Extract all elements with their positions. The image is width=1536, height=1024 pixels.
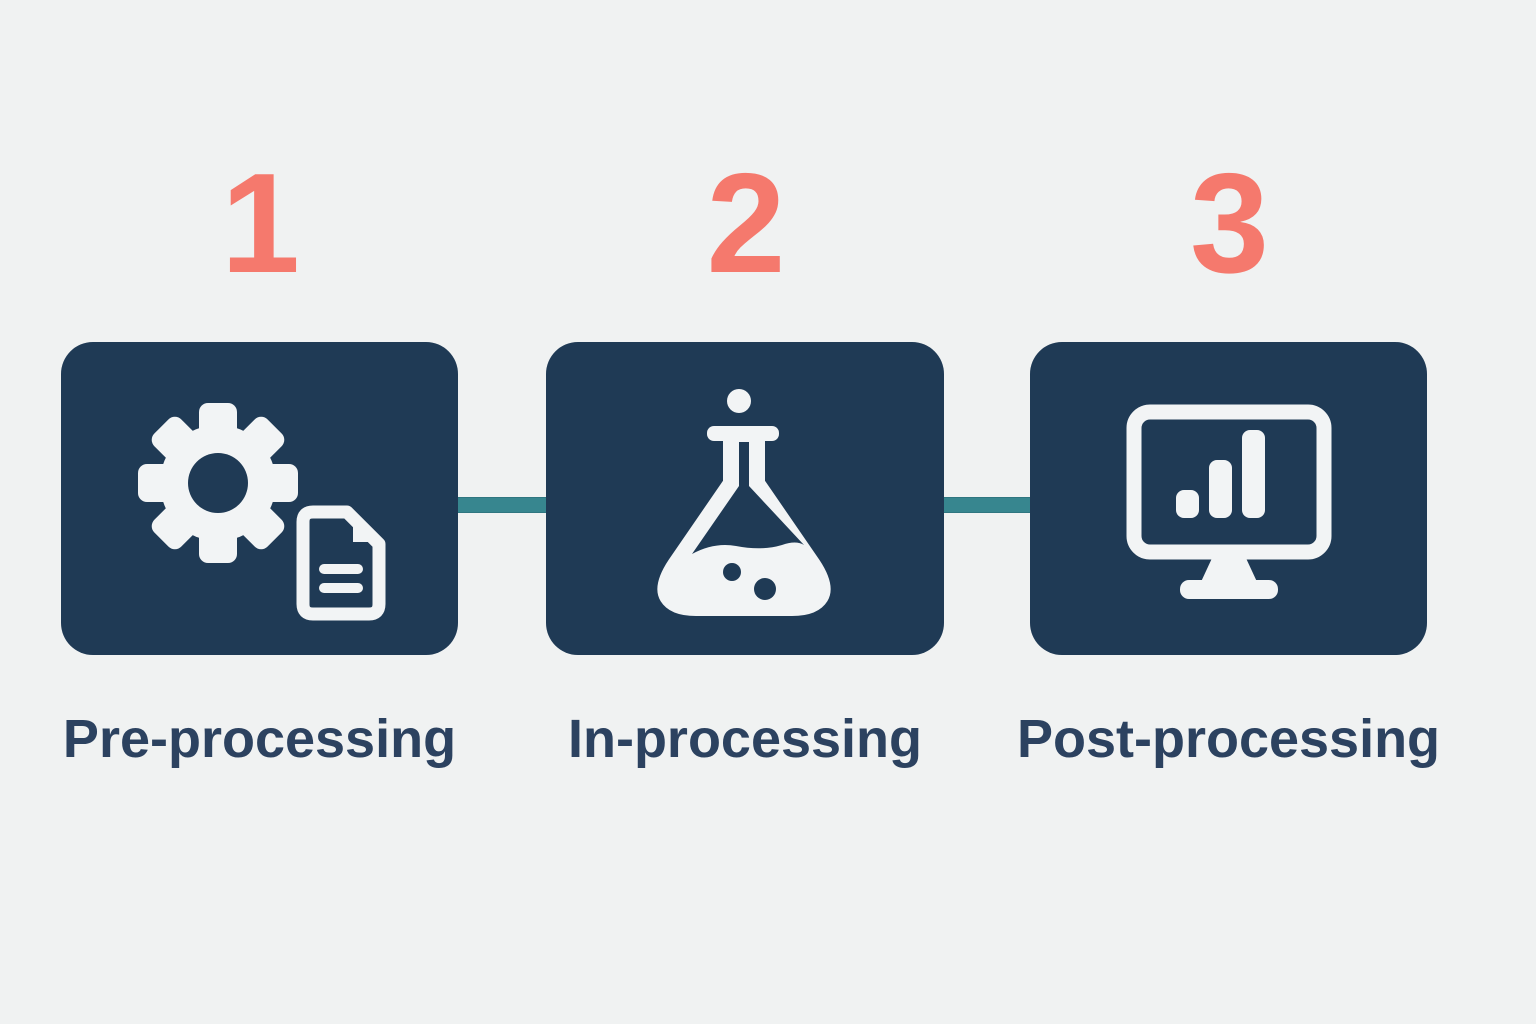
step-1-label: Pre-processing	[62, 709, 457, 769]
step-2-label: In-processing	[567, 709, 923, 769]
monitor-bar-chart-icon	[1030, 342, 1427, 655]
step-2-box	[546, 342, 944, 655]
connector-line-1-2	[456, 497, 548, 513]
step-1: 1	[61, 0, 458, 1024]
gear-document-icon	[61, 342, 458, 655]
step-3: 3 Post-processing	[1017, 0, 1440, 1024]
flask-icon	[546, 342, 944, 655]
step-2: 2 In-processing	[546, 0, 944, 1024]
step-1-box	[61, 342, 458, 655]
step-1-number: 1	[221, 144, 300, 303]
step-3-box	[1030, 342, 1427, 655]
connector-line-2-3	[942, 497, 1032, 513]
step-3-number: 3	[1190, 144, 1269, 303]
step-3-label: Post-processing	[1016, 709, 1441, 769]
step-2-number: 2	[706, 144, 786, 303]
